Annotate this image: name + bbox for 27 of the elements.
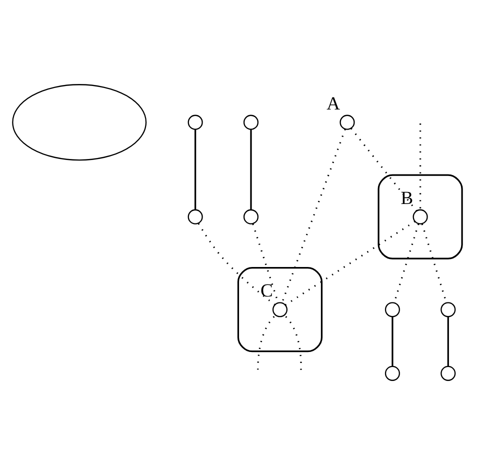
connector <box>281 128 346 303</box>
node-label: B <box>400 187 414 208</box>
node-label: A <box>326 92 340 114</box>
node-circle <box>188 114 203 130</box>
connector <box>392 316 394 366</box>
connector <box>284 220 416 306</box>
connector <box>257 316 275 372</box>
node-circle <box>440 302 456 317</box>
connector <box>198 222 276 305</box>
connector <box>194 129 196 209</box>
connector <box>350 127 417 211</box>
node-cloud <box>12 84 147 160</box>
node-circle <box>412 208 428 224</box>
connector <box>285 316 302 372</box>
connector <box>447 316 449 366</box>
node-circle <box>340 114 355 130</box>
node-circle <box>384 302 400 317</box>
cluster <box>237 266 323 352</box>
cluster <box>378 174 463 259</box>
node-label: C <box>260 280 273 302</box>
node-circle <box>440 365 456 380</box>
node-circle <box>243 114 259 130</box>
node-circle <box>243 208 259 224</box>
node-circle <box>384 365 400 380</box>
node-circle <box>272 302 288 317</box>
node-circle <box>188 208 203 224</box>
connector <box>250 129 252 209</box>
